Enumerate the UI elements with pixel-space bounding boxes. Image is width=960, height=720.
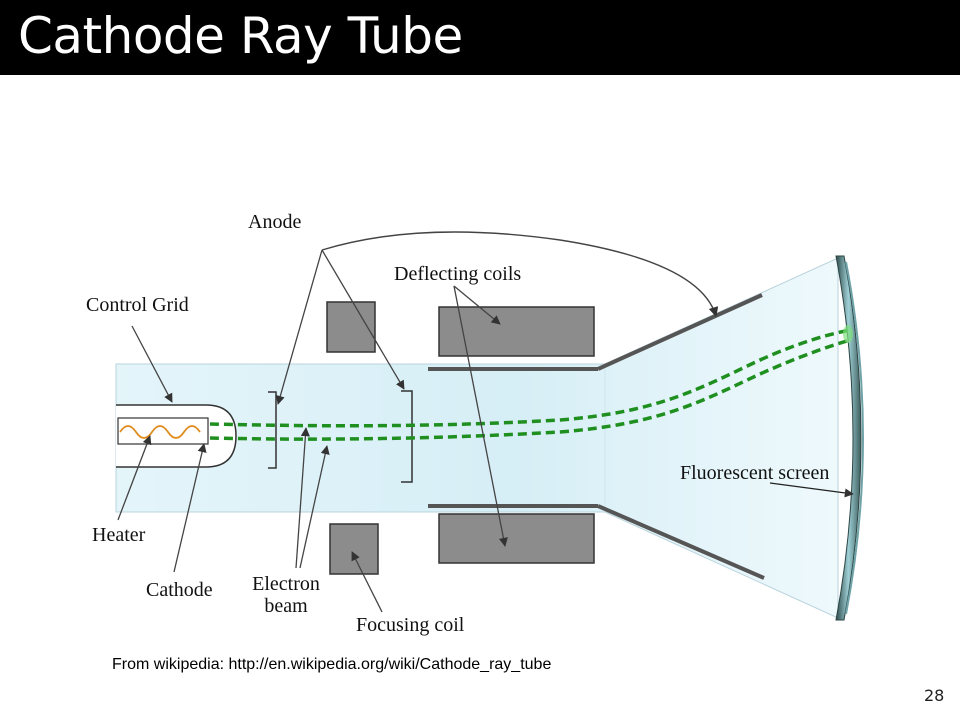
anode-lead <box>321 231 719 317</box>
screen-pointer <box>769 482 854 498</box>
title-bar: Cathode Ray Tube <box>0 0 960 75</box>
deflecting-coil-top <box>438 306 595 357</box>
focusing-coil-pointer <box>351 551 383 613</box>
fluorescent-screen <box>835 255 862 621</box>
electron-beam-label-line1: Electron <box>252 573 320 595</box>
deflecting-pointer-2 <box>453 285 508 547</box>
fluorescent-screen-label: Fluorescent screen <box>680 462 830 484</box>
focusing-coil-bottom <box>329 523 379 575</box>
cathode-label: Cathode <box>146 579 213 601</box>
deflecting-coils-label: Deflecting coils <box>394 263 522 285</box>
electron-beam-label-line2: beam <box>264 595 308 617</box>
control-grid-label: Control Grid <box>86 294 189 316</box>
beam-pointer-2 <box>299 445 330 569</box>
electron-beam-label: Electron beam <box>246 573 326 617</box>
cathode <box>117 417 209 445</box>
cathode-pointer <box>173 443 207 573</box>
electron-beam-upper <box>209 328 851 428</box>
heater-coil <box>119 425 201 439</box>
control-grid-pointer <box>131 325 173 403</box>
deflecting-pointer-1 <box>453 285 501 325</box>
heater-pointer <box>117 435 152 521</box>
beam-pointer-1 <box>295 427 310 569</box>
source-citation: From wikipedia: http://en.wikipedia.org/… <box>112 656 552 673</box>
slide-title: Cathode Ray Tube <box>18 7 463 65</box>
focusing-coil-label: Focusing coil <box>356 614 465 636</box>
electron-beam-lower <box>209 338 851 441</box>
anode-label: Anode <box>248 211 302 233</box>
page-number: 28 <box>924 686 945 705</box>
anode-pointer-2 <box>321 249 405 390</box>
aperture-electrode-1 <box>268 391 277 469</box>
heater-label: Heater <box>92 524 146 546</box>
anode-pointer-1 <box>275 249 323 405</box>
deflecting-coil-bottom <box>438 513 595 564</box>
